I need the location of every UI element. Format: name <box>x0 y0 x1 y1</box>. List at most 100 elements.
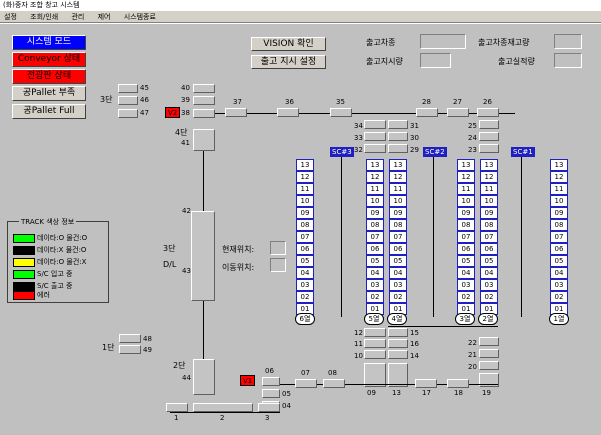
rack-6-cell[interactable]: 11 <box>296 183 314 195</box>
rack-5-cell[interactable]: 07 <box>366 231 384 243</box>
conveyor-21[interactable] <box>479 349 499 358</box>
conveyor-29[interactable] <box>388 144 408 153</box>
menu-settings[interactable]: 설정 <box>4 13 17 21</box>
conveyor-47[interactable] <box>118 109 138 118</box>
conveyor-11[interactable] <box>364 339 386 348</box>
rack-6-cell[interactable]: 10 <box>296 195 314 207</box>
rack-1-cell[interactable]: 08 <box>550 219 568 231</box>
rack-5-cell[interactable]: 12 <box>366 171 384 183</box>
rack-3-cell[interactable]: 12 <box>457 171 475 183</box>
rack-5-cell[interactable]: 02 <box>366 291 384 303</box>
rack-4-cell[interactable]: 04 <box>389 267 407 279</box>
conveyor-05[interactable] <box>262 389 280 398</box>
rack-6-cell[interactable]: 02 <box>296 291 314 303</box>
rack-4-cell[interactable]: 06 <box>389 243 407 255</box>
rack-1-cell[interactable]: 12 <box>550 171 568 183</box>
conveyor-44[interactable] <box>193 359 215 395</box>
rack-4-cell[interactable]: 07 <box>389 231 407 243</box>
conveyor-07[interactable] <box>295 379 317 388</box>
rack-4-cell[interactable]: 09 <box>389 207 407 219</box>
rack-6-cell[interactable]: 09 <box>296 207 314 219</box>
rack-2-cell[interactable]: 04 <box>480 267 498 279</box>
conveyor-39[interactable] <box>193 96 215 105</box>
conveyor-49[interactable] <box>119 345 141 354</box>
rack-3-cell[interactable]: 03 <box>457 279 475 291</box>
conveyor-34[interactable] <box>364 120 386 129</box>
conveyor-18[interactable] <box>447 379 469 388</box>
rack-1-cell[interactable]: 06 <box>550 243 568 255</box>
rack-2-cell[interactable]: 06 <box>480 243 498 255</box>
rack-6-cell[interactable]: 08 <box>296 219 314 231</box>
menu-query-print[interactable]: 조회/인쇄 <box>30 13 59 21</box>
conveyor-2[interactable] <box>193 403 253 412</box>
rack-2-cell[interactable]: 13 <box>480 159 498 171</box>
conveyor-06[interactable] <box>262 377 280 386</box>
conveyor-37[interactable] <box>225 108 247 117</box>
conveyor-12[interactable] <box>364 328 386 337</box>
rack-1-cell[interactable]: 05 <box>550 255 568 267</box>
rack-2-cell[interactable]: 12 <box>480 171 498 183</box>
rack-2-cell[interactable]: 07 <box>480 231 498 243</box>
conveyor-14[interactable] <box>388 350 408 359</box>
conveyor-35[interactable] <box>330 108 352 117</box>
conveyor-31[interactable] <box>388 120 408 129</box>
rack-4-cell[interactable]: 13 <box>389 159 407 171</box>
rack-5-cell[interactable]: 04 <box>366 267 384 279</box>
conveyor-09[interactable] <box>364 363 386 387</box>
empty-pallet-short-button[interactable]: 공Pallet 부족 <box>12 86 86 101</box>
rack-5-cell[interactable]: 03 <box>366 279 384 291</box>
rack-1-cell[interactable]: 03 <box>550 279 568 291</box>
conveyor-46[interactable] <box>118 96 138 105</box>
rack-3-cell[interactable]: 05 <box>457 255 475 267</box>
rack-3-cell[interactable]: 02 <box>457 291 475 303</box>
rack-1-cell[interactable]: 11 <box>550 183 568 195</box>
conveyor-48[interactable] <box>119 334 141 343</box>
rack-3-cell[interactable]: 09 <box>457 207 475 219</box>
rack-5-cell[interactable]: 08 <box>366 219 384 231</box>
rack-6-cell[interactable]: 07 <box>296 231 314 243</box>
conveyor-24[interactable] <box>479 132 499 141</box>
menu-control[interactable]: 제어 <box>97 13 111 21</box>
conveyor-19[interactable] <box>479 373 499 387</box>
rack-5-cell[interactable]: 06 <box>366 243 384 255</box>
conveyor-17[interactable] <box>415 379 437 388</box>
rack-6-cell[interactable]: 03 <box>296 279 314 291</box>
rack-2-cell[interactable]: 02 <box>480 291 498 303</box>
system-mode-button[interactable]: 시스템 모드 <box>12 35 86 50</box>
rack-4-cell[interactable]: 10 <box>389 195 407 207</box>
rack-4-cell[interactable]: 05 <box>389 255 407 267</box>
rack-2-cell[interactable]: 11 <box>480 183 498 195</box>
outbound-order-button[interactable]: 출고 지시 설정 <box>251 55 326 69</box>
conveyor-23[interactable] <box>479 144 499 153</box>
rack-1-cell[interactable]: 09 <box>550 207 568 219</box>
rack-6-cell[interactable]: 12 <box>296 171 314 183</box>
rack-4-cell[interactable]: 12 <box>389 171 407 183</box>
conveyor-42[interactable] <box>191 211 215 301</box>
empty-pallet-full-button[interactable]: 공Pallet Full <box>12 104 86 119</box>
rack-6-cell[interactable]: 04 <box>296 267 314 279</box>
display-state-button[interactable]: 전광판 상태 <box>12 69 86 84</box>
rack-4-cell[interactable]: 11 <box>389 183 407 195</box>
conveyor-26[interactable] <box>477 108 499 117</box>
rack-3-cell[interactable]: 11 <box>457 183 475 195</box>
conveyor-30[interactable] <box>388 132 408 141</box>
conveyor-40[interactable] <box>193 84 215 93</box>
rack-5-cell[interactable]: 10 <box>366 195 384 207</box>
rack-6-cell[interactable]: 06 <box>296 243 314 255</box>
vision-check-button[interactable]: VISION 확인 <box>251 37 326 51</box>
rack-1-cell[interactable]: 10 <box>550 195 568 207</box>
rack-3-cell[interactable]: 13 <box>457 159 475 171</box>
rack-4-cell[interactable]: 08 <box>389 219 407 231</box>
rack-4-cell[interactable]: 02 <box>389 291 407 303</box>
rack-1-cell[interactable]: 13 <box>550 159 568 171</box>
rack-2-cell[interactable]: 08 <box>480 219 498 231</box>
rack-6-cell[interactable]: 01 <box>296 303 314 315</box>
rack-3-cell[interactable]: 06 <box>457 243 475 255</box>
conveyor-08[interactable] <box>323 379 345 388</box>
rack-2-cell[interactable]: 01 <box>480 303 498 315</box>
rack-1-cell[interactable]: 02 <box>550 291 568 303</box>
rack-5-cell[interactable]: 05 <box>366 255 384 267</box>
rack-1-cell[interactable]: 07 <box>550 231 568 243</box>
rack-6-cell[interactable]: 05 <box>296 255 314 267</box>
rack-2-cell[interactable]: 09 <box>480 207 498 219</box>
